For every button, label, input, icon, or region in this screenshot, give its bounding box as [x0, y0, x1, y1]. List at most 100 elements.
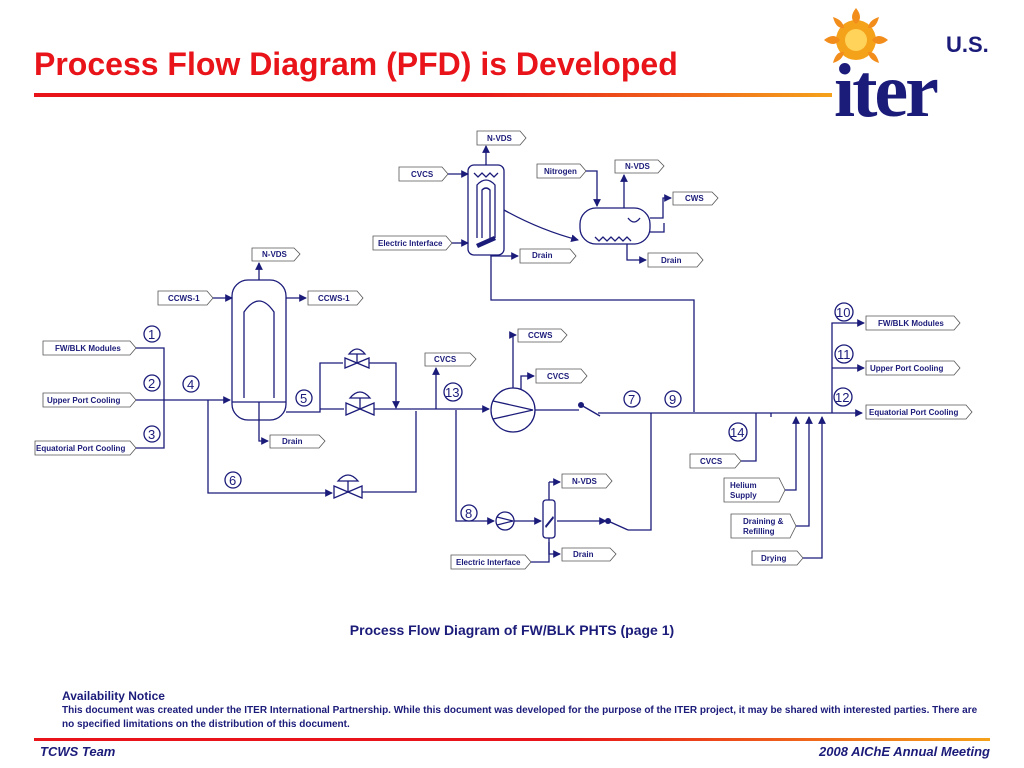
tag-fw-blk-in: FW/BLK Modules: [42, 340, 137, 356]
svg-text:CVCS: CVCS: [434, 355, 457, 364]
tag-electric-interface-top: Electric Interface: [372, 235, 453, 251]
svg-text:13: 13: [445, 385, 459, 400]
svg-text:FW/BLK Modules: FW/BLK Modules: [55, 344, 121, 353]
svg-text:N-VDS: N-VDS: [262, 250, 288, 259]
svg-text:3: 3: [148, 427, 155, 442]
svg-text:N-VDS: N-VDS: [487, 134, 513, 143]
control-valve-1: [344, 348, 370, 369]
svg-text:Helium: Helium: [730, 481, 757, 490]
svg-text:2: 2: [148, 376, 155, 391]
node-5: 5: [295, 389, 313, 407]
tag-ccws1-left: CCWS-1: [157, 290, 214, 306]
tag-cws: CWS: [672, 191, 719, 206]
svg-text:Draining &: Draining &: [743, 517, 784, 526]
node-2: 2: [143, 374, 161, 392]
tag-nvds-top: N-VDS: [476, 130, 527, 146]
footer-event: 2008 AIChE Annual Meeting: [819, 744, 990, 759]
tag-nvds-tank: N-VDS: [614, 159, 665, 174]
node-6: 6: [224, 471, 242, 489]
main-pump: [490, 387, 536, 433]
svg-text:FW/BLK Modules: FW/BLK Modules: [878, 319, 944, 328]
tag-cvcs-pump-top: CVCS: [424, 352, 477, 367]
control-valve-2: [345, 391, 375, 416]
svg-text:Drain: Drain: [532, 251, 553, 260]
svg-text:1: 1: [148, 327, 155, 342]
availability-notice: Availability Notice This document was cr…: [62, 689, 982, 732]
heat-exchanger: [231, 279, 287, 421]
svg-text:Refilling: Refilling: [743, 527, 775, 536]
tag-drain-top: Drain: [519, 248, 577, 264]
svg-text:CWS: CWS: [685, 194, 704, 203]
svg-text:CVCS: CVCS: [700, 457, 723, 466]
drain-pump: [495, 511, 515, 531]
node-9: 9: [664, 390, 682, 408]
svg-text:5: 5: [300, 391, 307, 406]
tag-cvcs-top: CVCS: [398, 166, 449, 182]
svg-text:N-VDS: N-VDS: [572, 477, 598, 486]
tag-drying: Drying: [751, 550, 804, 566]
tag-ccws1-right: CCWS-1: [307, 290, 364, 306]
svg-text:Nitrogen: Nitrogen: [544, 167, 577, 176]
svg-text:6: 6: [229, 473, 236, 488]
svg-text:Drain: Drain: [282, 437, 303, 446]
svg-text:8: 8: [465, 506, 472, 521]
svg-text:Upper Port Cooling: Upper Port Cooling: [870, 364, 943, 373]
node-11: 11: [834, 344, 854, 364]
node-7: 7: [623, 390, 641, 408]
svg-text:14: 14: [730, 425, 744, 440]
tag-drain-bottom: Drain: [561, 547, 617, 562]
tag-ccws-pump: CCWS: [517, 328, 568, 343]
tag-electric-interface-bottom: Electric Interface: [450, 554, 532, 570]
node-12: 12: [833, 387, 853, 407]
svg-text:CVCS: CVCS: [411, 170, 434, 179]
tag-nvds-left: N-VDS: [251, 247, 301, 262]
tag-fw-blk-out: FW/BLK Modules: [865, 315, 961, 331]
node-10: 10: [834, 302, 854, 322]
tag-equatorial-in: Equatorial Port Cooling: [34, 440, 137, 456]
svg-text:CCWS-1: CCWS-1: [168, 294, 200, 303]
tag-nvds-bottom: N-VDS: [561, 473, 613, 489]
svg-text:Equatorial Port Cooling: Equatorial Port Cooling: [36, 444, 125, 453]
tag-drain-tank: Drain: [647, 252, 704, 268]
svg-text:CVCS: CVCS: [547, 372, 570, 381]
node-14: 14: [728, 422, 748, 442]
node-3: 3: [143, 425, 161, 443]
nitrogen-tank: [579, 207, 651, 245]
diagram-caption: Process Flow Diagram of FW/BLK PHTS (pag…: [349, 622, 675, 638]
svg-text:Electric Interface: Electric Interface: [378, 239, 443, 248]
node-8: 8: [460, 504, 478, 522]
svg-text:Electric Interface: Electric Interface: [456, 558, 521, 567]
svg-text:4: 4: [187, 377, 194, 392]
svg-text:7: 7: [628, 392, 635, 407]
tag-draining-refilling: Draining & Refilling: [730, 513, 797, 539]
svg-text:12: 12: [835, 390, 849, 405]
tag-helium-supply: Helium Supply: [723, 477, 786, 503]
check-valve-2: [605, 518, 629, 531]
notice-text: This document was created under the ITER…: [62, 705, 978, 730]
footer-divider: [34, 738, 990, 741]
title-divider: [34, 93, 832, 97]
iter-logo: U.S. iter: [824, 8, 989, 122]
node-4: 4: [182, 375, 200, 393]
footer-team: TCWS Team: [40, 744, 116, 759]
pressurizer: [467, 164, 505, 256]
svg-text:Supply: Supply: [730, 491, 757, 500]
node-1: 1: [143, 325, 161, 343]
svg-text:CCWS: CCWS: [528, 331, 553, 340]
heater: [542, 499, 556, 539]
tag-upper-port-in: Upper Port Cooling: [42, 392, 137, 408]
svg-text:10: 10: [836, 305, 850, 320]
page-title: Process Flow Diagram (PFD) is Developed: [34, 46, 678, 82]
svg-text:Drying: Drying: [761, 554, 786, 563]
svg-text:Upper Port Cooling: Upper Port Cooling: [47, 396, 120, 405]
check-valve-1: [578, 402, 601, 417]
svg-text:Equatorial Port Cooling: Equatorial Port Cooling: [869, 408, 958, 417]
node-13: 13: [443, 382, 463, 402]
svg-text:9: 9: [669, 392, 676, 407]
svg-text:N-VDS: N-VDS: [625, 162, 651, 171]
svg-text:11: 11: [837, 347, 851, 362]
svg-text:Drain: Drain: [573, 550, 594, 559]
tag-upper-port-out: Upper Port Cooling: [865, 360, 961, 376]
tag-cvcs-pump: CVCS: [535, 368, 588, 384]
